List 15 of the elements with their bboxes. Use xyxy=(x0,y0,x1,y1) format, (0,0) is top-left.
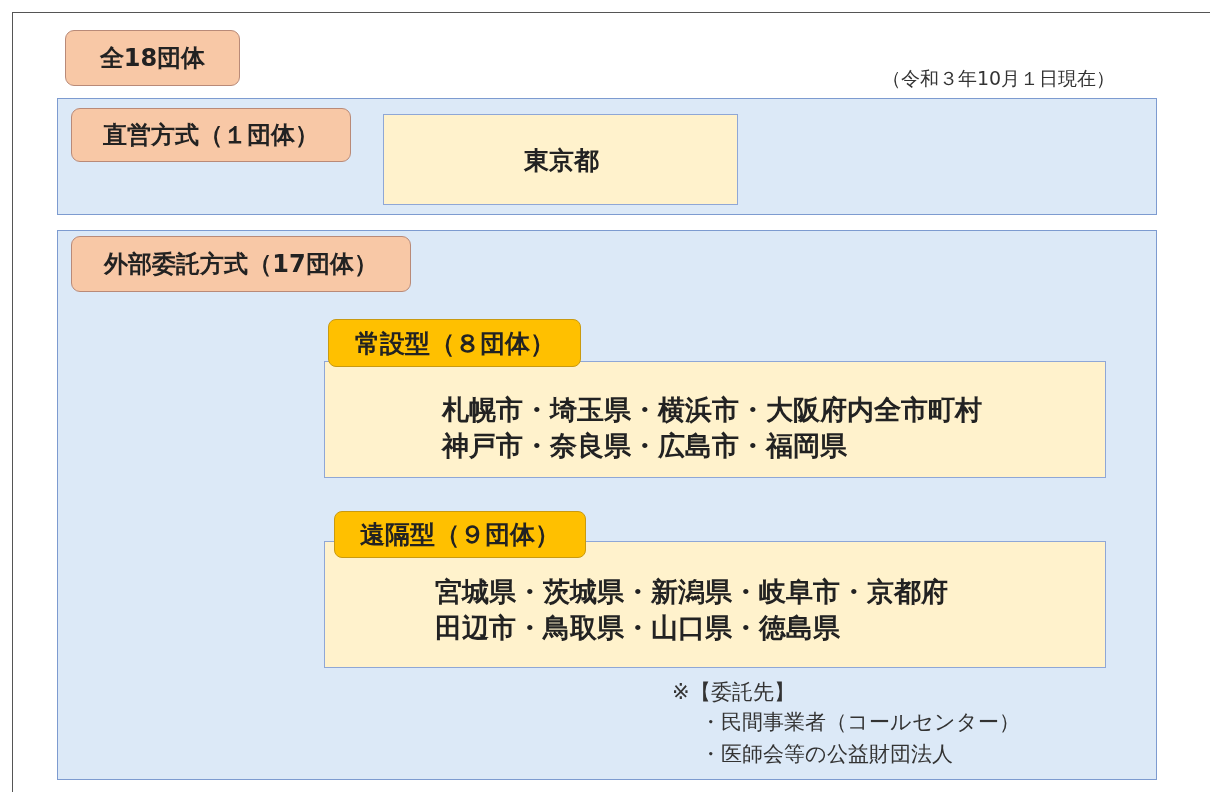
heading-tag: 常設型（８団体） xyxy=(328,319,581,367)
note-text: ・民間事業者（コールセンター） xyxy=(700,709,1020,736)
note-text: ・医師会等の公益財団法人 xyxy=(700,741,953,768)
category-band xyxy=(57,98,1157,215)
name-text: 東京都 xyxy=(523,145,600,177)
municipality-list: 宮城県・茨城県・新潟県・岐阜市・京都府田辺市・鳥取県・山口県・徳島県 xyxy=(435,574,957,646)
total-tag: 全18団体 xyxy=(65,30,240,86)
category-band xyxy=(57,230,1157,780)
heading-tag: 遠隔型（９団体） xyxy=(334,511,586,558)
note-text: ※【委託先】 xyxy=(672,679,795,706)
date-note: （令和３年10月１日現在） xyxy=(882,66,1116,91)
name-box xyxy=(383,114,738,205)
heading-tag: 直営方式（１団体） xyxy=(71,108,351,162)
municipality-list: 札幌市・埼玉県・横浜市・大阪府内全市町村神戸市・奈良県・広島市・福岡県 xyxy=(442,392,991,464)
heading-tag: 外部委託方式（17団体） xyxy=(71,236,411,292)
